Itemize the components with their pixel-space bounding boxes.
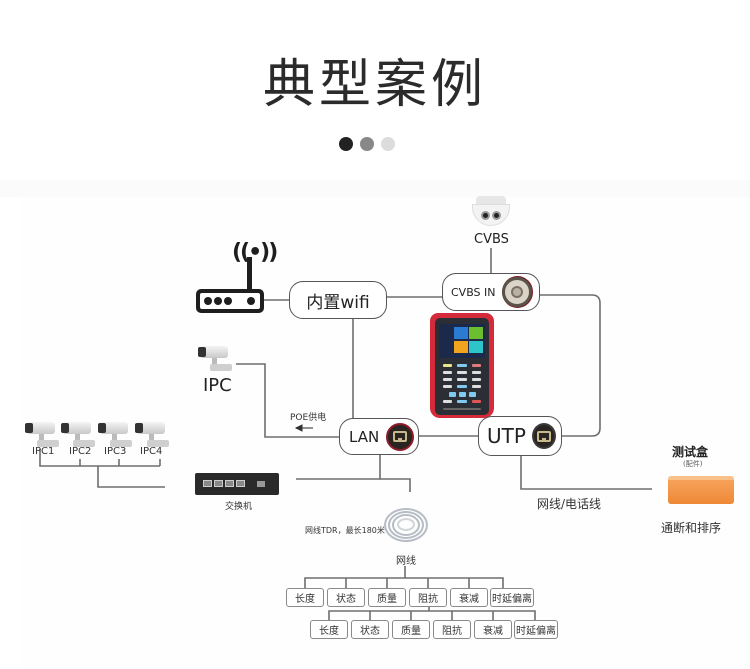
lan-down-line — [379, 455, 411, 492]
cable-coil-icon — [384, 504, 428, 544]
poe-arrow-head — [294, 424, 303, 432]
ipc-bus-to-switch — [97, 466, 165, 488]
cvbs-camera-label: CVBS — [474, 232, 509, 247]
wifi-signal-icon: ((•)) — [232, 240, 278, 265]
ipc-bus-line — [39, 449, 160, 467]
utp-to-testbox-line — [520, 455, 652, 490]
tester-device-image — [430, 313, 494, 418]
ipc-to-lan-line — [236, 363, 340, 438]
router-antenna — [247, 257, 252, 290]
cvbs-in-label: CVBS IN — [451, 285, 496, 299]
dome-camera-icon — [472, 196, 510, 228]
poe-label: POE供电 — [290, 413, 327, 423]
metric-impedance: 阻抗 — [433, 620, 471, 639]
utp-label: UTP — [487, 424, 526, 448]
ipc1-camera-icon — [25, 418, 63, 448]
bnc-port-icon — [501, 276, 533, 308]
pager-dot-2[interactable] — [360, 137, 374, 151]
lan-port-icon — [386, 422, 414, 451]
metric-status: 状态 — [327, 588, 365, 607]
ipc4-label: IPC4 — [140, 446, 163, 457]
diagram-top-strip — [0, 180, 750, 197]
wifi-label: 内置wifi — [306, 292, 370, 313]
metric-attenuation: 衰减 — [474, 620, 512, 639]
metric-quality: 质量 — [392, 620, 430, 639]
ipc3-label: IPC3 — [104, 446, 127, 457]
pager-dot-3[interactable] — [381, 137, 395, 151]
ipc4-camera-icon — [135, 418, 173, 448]
metric-delay-skew: 时延偏离 — [490, 588, 534, 607]
cvbs-to-utp-loop — [540, 294, 601, 437]
metric-status: 状态 — [351, 620, 389, 639]
test-box-icon — [668, 476, 734, 504]
metric-quality: 质量 — [368, 588, 406, 607]
router-icon — [196, 289, 264, 313]
metrics-row1-bus — [304, 577, 504, 588]
wifi-node: 内置wifi — [289, 281, 387, 319]
utp-node: UTP — [478, 416, 562, 456]
metric-impedance: 阻抗 — [409, 588, 447, 607]
cvbs-in-node: CVBS IN — [442, 273, 540, 311]
ipc-label: IPC — [203, 375, 232, 396]
pager-dot-1[interactable] — [339, 137, 353, 151]
pager-dots — [339, 137, 395, 151]
test-box-subtitle: (配件) — [683, 460, 703, 468]
lan-node: LAN — [339, 418, 419, 455]
cable-tdr-label: 网线TDR，最长180米 — [305, 526, 385, 535]
page-title: 典型案例 — [262, 55, 487, 115]
ipc1-label: IPC1 — [32, 446, 55, 457]
test-box-caption: 通断和排序 — [661, 521, 722, 535]
test-box-title: 测试盒 — [672, 445, 709, 459]
switch-label: 交换机 — [225, 502, 253, 512]
network-switch-icon — [195, 473, 279, 495]
lan-label: LAN — [349, 427, 380, 446]
metrics-row2-bus — [328, 610, 536, 620]
ipc2-label: IPC2 — [69, 446, 92, 457]
ipc-camera-icon — [198, 342, 236, 372]
utp-line-label: 网线/电话线 — [537, 497, 602, 511]
metric-attenuation: 衰减 — [450, 588, 488, 607]
utp-port-icon — [531, 423, 556, 449]
ipc3-camera-icon — [98, 418, 136, 448]
metric-length: 长度 — [310, 620, 348, 639]
cable-label: 网线 — [396, 556, 416, 567]
ipc2-camera-icon — [61, 418, 99, 448]
metric-delay-skew: 时延偏离 — [514, 620, 558, 639]
metric-length: 长度 — [286, 588, 324, 607]
